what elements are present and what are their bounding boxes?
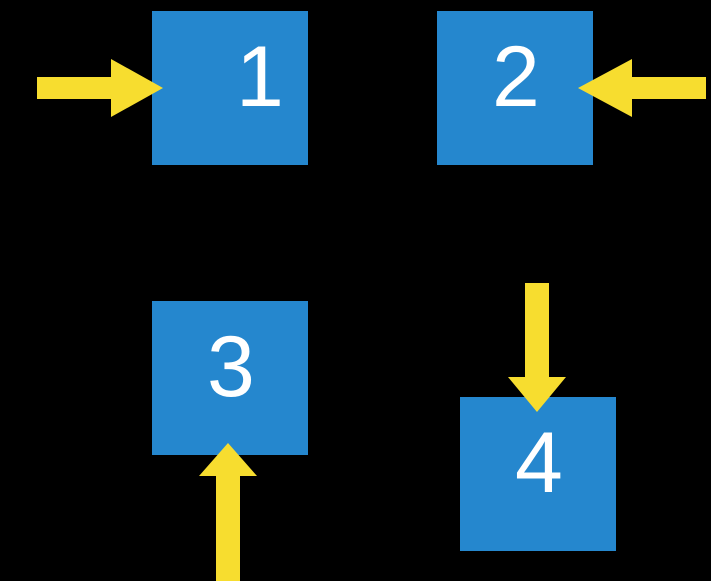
node-box-4[interactable] xyxy=(460,397,616,551)
arrow-into-box-4-icon xyxy=(508,283,566,412)
arrow-into-box-1-icon xyxy=(37,59,163,117)
arrow-into-box-3-icon xyxy=(199,443,257,581)
node-box-3[interactable] xyxy=(152,301,308,455)
node-box-2[interactable] xyxy=(437,11,593,165)
node-box-1[interactable] xyxy=(152,11,308,165)
arrow-into-box-2-icon xyxy=(578,59,706,117)
